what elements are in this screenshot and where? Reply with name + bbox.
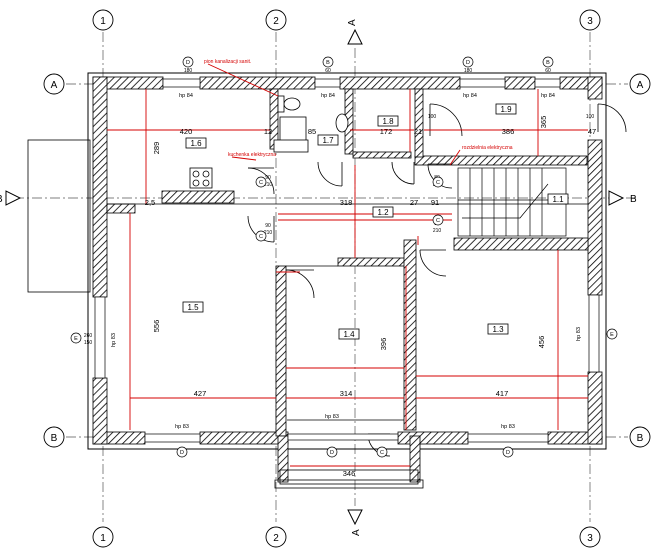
section-label-a-top: A: [347, 19, 358, 26]
win-size-180: 180: [184, 68, 193, 74]
door-marker-label-6: E: [610, 332, 614, 338]
door-marker-label-2: C: [259, 234, 263, 240]
door-marker-label-8: B: [326, 60, 330, 66]
dim-172: 172: [380, 127, 393, 136]
dim-12: 12: [264, 127, 272, 136]
window-label-top-4: hp 84: [541, 93, 555, 99]
door-marker-label-3: C: [436, 180, 440, 186]
door-marker-label-5: E: [74, 336, 78, 342]
dim-289: 289: [152, 142, 161, 155]
door-marker-label-10: B: [546, 60, 550, 66]
door-marker-label-12: D: [330, 450, 334, 456]
dim-456: 456: [537, 336, 546, 349]
room-1-4: 1.4: [343, 330, 355, 339]
axis-label-3-bottom: 3: [587, 533, 593, 544]
room-1-5: 1.5: [187, 303, 199, 312]
window-label-bottom-1: hp 83: [175, 424, 189, 430]
axis-label-3-top: 3: [587, 16, 593, 27]
section-label-b-right: B: [630, 194, 637, 205]
axis-markers: [43, 9, 651, 548]
door-marker-label-13: C: [380, 450, 384, 456]
room-1-9: 1.9: [500, 105, 512, 114]
interior-lines: [107, 203, 588, 489]
dim-2-5: 2,5: [145, 198, 155, 207]
axis-label-2-bottom: 2: [273, 533, 279, 544]
window-label-side-left: hp 83: [111, 333, 117, 347]
terrace-outline: [27, 139, 91, 293]
dim-417: 417: [496, 389, 509, 398]
axis-label-2-top: 2: [273, 16, 279, 27]
door-marker-label-14: D: [506, 450, 510, 456]
window-label-top-3: hp 84: [463, 93, 477, 99]
window-label-bottom-3: hp 83: [501, 424, 515, 430]
door-marker-label-7: D: [186, 60, 190, 66]
dim-365: 365: [539, 116, 548, 129]
building-outline: [87, 72, 607, 450]
room-1-7: 1.7: [322, 136, 334, 145]
door-marker-label-1: C: [259, 180, 263, 186]
dim-427: 427: [194, 389, 207, 398]
dim-21: 21: [414, 127, 422, 136]
dim-91: 91: [431, 198, 439, 207]
axis-label-b-right: B: [637, 433, 644, 444]
win-size-90a: 90: [265, 175, 271, 181]
win-size-210a: 210: [264, 182, 273, 188]
kitchen-stove: [189, 167, 213, 189]
door-marker-label-9: D: [466, 60, 470, 66]
door-markers: [70, 56, 618, 458]
win-size-210d: 210: [433, 228, 442, 234]
section-label-b-left: B: [0, 194, 3, 205]
dim-346: 346: [343, 469, 356, 478]
dim-420: 420: [180, 127, 193, 136]
dim-318: 318: [340, 198, 353, 207]
win-size-100: 100: [428, 114, 437, 120]
door-marker-label-4: C: [436, 218, 440, 224]
dim-556: 556: [152, 320, 161, 333]
bathroom-fixtures: [273, 95, 349, 153]
win-size-60b: 60: [545, 68, 551, 74]
window-label-top-2: hp 84: [321, 93, 335, 99]
section-label-a-bottom: A: [351, 529, 362, 536]
win-size-90b: 90: [265, 223, 271, 229]
door-marker-label-11: D: [180, 450, 184, 456]
dim-314: 314: [340, 389, 353, 398]
room-1-8: 1.8: [382, 117, 394, 126]
walls: [92, 76, 603, 483]
window-label-bottom-2: hp 83: [325, 414, 339, 420]
dim-85: 85: [308, 127, 316, 136]
axis-label-1-bottom: 1: [100, 533, 106, 544]
win-size-260: 260: [84, 333, 93, 339]
axis-label-1-top: 1: [100, 16, 106, 27]
section-markers: [5, 28, 625, 526]
axis-label-a-left: A: [51, 80, 58, 91]
dimension-lines: [107, 63, 588, 467]
axis-label-a-right: A: [637, 80, 644, 91]
room-1-3: 1.3: [492, 325, 504, 334]
window-label-top-1: hp 84: [179, 93, 193, 99]
window-label-side-right: hp 83: [576, 327, 582, 341]
win-size-210b: 210: [264, 230, 273, 236]
win-size-180b: 180: [464, 68, 473, 74]
door-swings: [247, 103, 627, 457]
dim-396: 396: [379, 338, 388, 351]
annotation-kitchen: kuchenka elektryczna: [228, 152, 276, 158]
dim-27: 27: [410, 198, 418, 207]
win-size-60: 60: [325, 68, 331, 74]
axis-label-b-left: B: [51, 433, 58, 444]
win-size-100b: 100: [586, 114, 595, 120]
win-size-150: 150: [84, 340, 93, 346]
dim-47: 47: [588, 127, 596, 136]
room-1-1: 1.1: [552, 195, 564, 204]
room-1-2: 1.2: [377, 208, 389, 217]
annotation-electric: rozdzielnia elektryczna: [462, 145, 513, 151]
annotation-ventilation: pion kanalizacji sanit.: [204, 59, 251, 65]
windows: [94, 78, 600, 443]
dim-386: 386: [502, 127, 515, 136]
room-labels: [182, 103, 569, 340]
room-1-6: 1.6: [190, 139, 202, 148]
